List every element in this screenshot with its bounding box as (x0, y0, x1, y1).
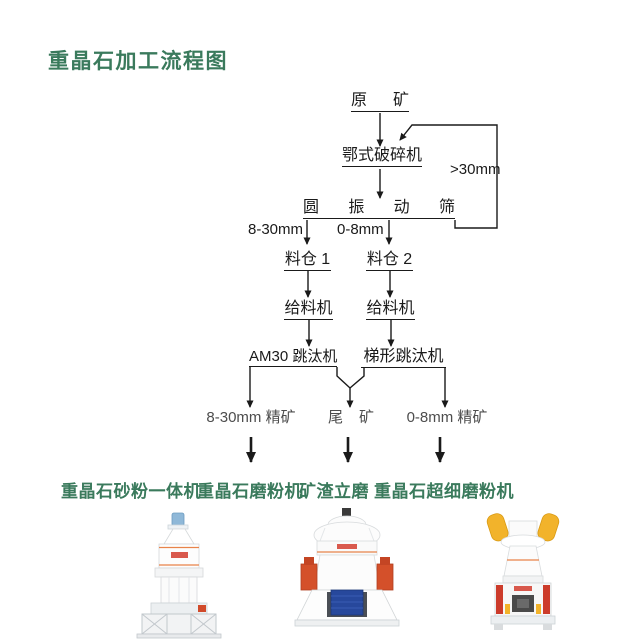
product-label-ultrafine-mill: 重晶石超细磨粉机 (374, 482, 514, 501)
node-feeder-right: 给料机 (366, 300, 415, 321)
label-size-8-30mm: 8-30mm (247, 221, 303, 238)
product-label-slag-vertical-mill: 矿渣立磨 (299, 482, 369, 501)
product-label-grinding-mill: 重晶石磨粉机 (197, 482, 302, 501)
label-concentrate-0-8mm: 0-8mm 精矿 (406, 409, 488, 426)
edge-oversize-recycle (399, 124, 498, 229)
node-jaw-crusher: 鄂式破碎机 (342, 147, 422, 168)
node-hopper-1: 料仓 1 (284, 251, 331, 272)
page-title: 重晶石加工流程图 (48, 50, 228, 73)
label-tailings: 尾 矿 (328, 409, 374, 426)
node-raw-ore: 原 矿 (351, 92, 409, 113)
node-feeder-left: 给料机 (284, 300, 333, 321)
edge-jigs-to-tailings-merge (336, 367, 365, 389)
label-oversize-30mm: >30mm (450, 161, 501, 178)
node-hopper-2: 料仓 2 (366, 251, 413, 272)
node-jig-trapezoid: 梯形跳汰机 (361, 348, 446, 369)
ultrafine-mill-image (486, 513, 560, 630)
node-jig-am30: AM30 跳汰机 (249, 348, 337, 368)
product-label-sand-powder-machine: 重晶石砂粉一体机 (61, 482, 201, 501)
raymond-mill-image (136, 512, 222, 639)
label-size-0-8mm: 0-8mm (337, 221, 384, 238)
node-vibrating-screen: 圆 振 动 筛 (303, 199, 455, 220)
label-concentrate-8-30mm: 8-30mm 精矿 (206, 409, 296, 426)
vertical-mill-image (294, 508, 400, 627)
